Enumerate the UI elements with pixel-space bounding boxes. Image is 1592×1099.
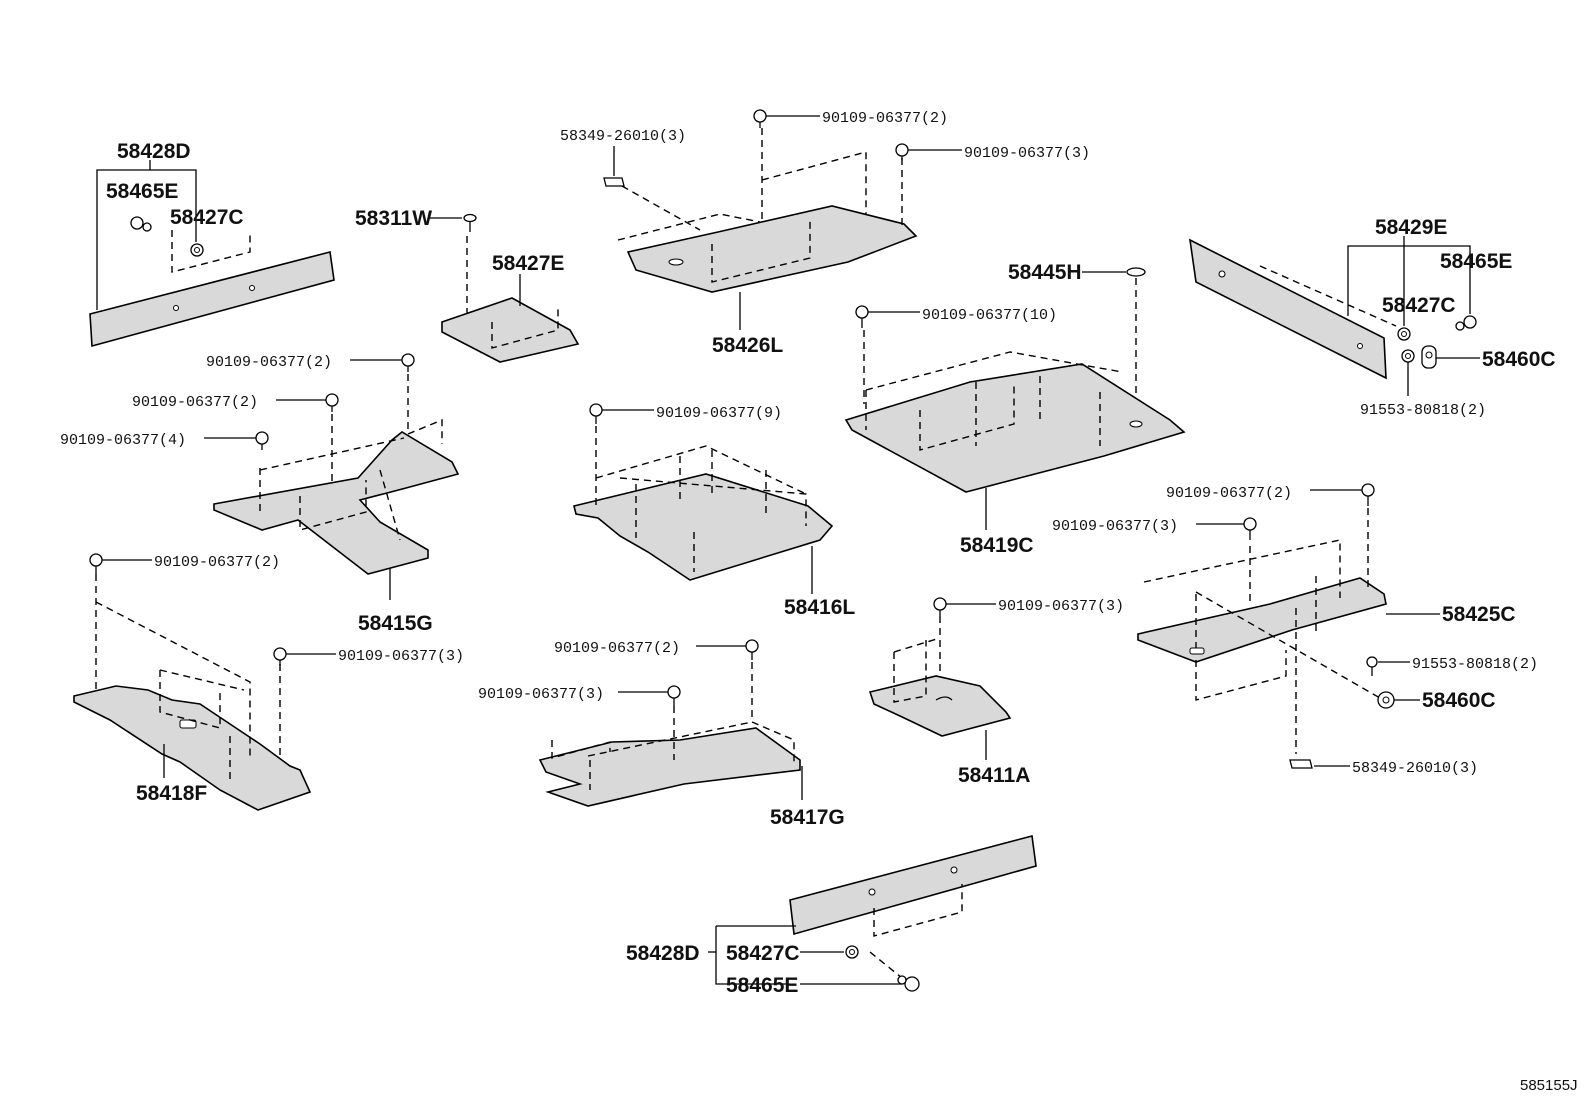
- diagram-reference-code: 585155J: [1520, 1077, 1578, 1094]
- part-58419C[interactable]: [844, 363, 1186, 493]
- label-90109-left-2b: 90109-06377(2): [132, 394, 258, 411]
- clip-58465E-top-left[interactable]: [130, 216, 152, 232]
- label-90109-m-3: 90109-06377(3): [478, 686, 604, 703]
- bolt-90109-top-2[interactable]: [753, 109, 767, 128]
- label-58419C: 58419C: [960, 534, 1034, 557]
- part-58417G[interactable]: [538, 727, 801, 807]
- label-58411A: 58411A: [958, 764, 1030, 787]
- nut-91553-right[interactable]: [1401, 349, 1415, 363]
- bolt-90109-right-3[interactable]: [1243, 517, 1257, 540]
- clip-58349-right[interactable]: [1289, 759, 1313, 769]
- bolt-90109-10[interactable]: [855, 305, 869, 328]
- bolt-90109-m-3[interactable]: [667, 685, 681, 706]
- part-58426L[interactable]: [626, 205, 918, 293]
- bolt-90109-top-3[interactable]: [895, 143, 909, 160]
- label-58429E: 58429E: [1375, 216, 1447, 239]
- part-58428D-top-left[interactable]: [89, 251, 335, 348]
- grommet-58427C-bottom[interactable]: [845, 945, 859, 959]
- part-58429E[interactable]: [1188, 238, 1387, 380]
- label-58460C-right: 58460C: [1482, 348, 1556, 371]
- plug-58445H[interactable]: [1126, 267, 1146, 277]
- part-58425C[interactable]: [1137, 577, 1387, 663]
- label-58465E-top-left: 58465E: [106, 180, 178, 203]
- label-90109-c-3: 90109-06377(3): [998, 598, 1124, 615]
- grommet-58427C-top-left[interactable]: [190, 243, 204, 257]
- clip-58311W[interactable]: [463, 213, 477, 233]
- bolt-90109-lb-3[interactable]: [273, 647, 287, 666]
- bolt-90109-c-3[interactable]: [933, 597, 947, 616]
- label-58417G: 58417G: [770, 806, 845, 829]
- bolt-90109-left-2b[interactable]: [325, 393, 339, 412]
- label-58427C-bottom: 58427C: [726, 942, 800, 965]
- part-58427E[interactable]: [441, 297, 580, 363]
- label-90109-m-2: 90109-06377(2): [554, 640, 680, 657]
- label-90109-left-4: 90109-06377(4): [60, 432, 186, 449]
- bolt-90109-lb-2[interactable]: [89, 553, 103, 574]
- clip-58465E-bottom[interactable]: [897, 975, 920, 992]
- label-90109-top-2: 90109-06377(2): [822, 110, 948, 127]
- label-90109-lb-3: 90109-06377(3): [338, 648, 464, 665]
- part-58411A[interactable]: [868, 675, 1012, 737]
- label-58445H: 58445H: [1008, 261, 1082, 284]
- label-90109-9: 90109-06377(9): [656, 405, 782, 422]
- bolt-90109-left-4[interactable]: [255, 431, 269, 450]
- label-90109-lb-2: 90109-06377(2): [154, 554, 280, 571]
- label-90109-right-2: 90109-06377(2): [1166, 485, 1292, 502]
- label-58311W: 58311W: [355, 207, 432, 230]
- label-58465E-right: 58465E: [1440, 250, 1512, 273]
- label-58418F: 58418F: [136, 782, 207, 805]
- label-58349-top: 58349-26010(3): [560, 128, 686, 145]
- label-58415G: 58415G: [358, 612, 433, 635]
- label-58349-right: 58349-26010(3): [1352, 760, 1478, 777]
- clip-58460C-right[interactable]: [1421, 345, 1437, 369]
- bolt-90109-left-2a[interactable]: [401, 353, 415, 372]
- label-58427E: 58427E: [492, 252, 564, 275]
- part-58416L[interactable]: [573, 473, 834, 581]
- label-91553-right: 91553-80818(2): [1360, 402, 1486, 419]
- label-58460C-right-lower: 58460C: [1422, 689, 1496, 712]
- clip-58465E-right[interactable]: [1455, 315, 1477, 331]
- bolt-90109-right-2[interactable]: [1361, 483, 1375, 506]
- label-91553-right-lower: 91553-80818(2): [1412, 656, 1538, 673]
- clip-58349-top[interactable]: [603, 177, 625, 187]
- bolt-90109-9[interactable]: [589, 403, 603, 424]
- label-90109-top-3: 90109-06377(3): [964, 145, 1090, 162]
- clip-58460C-right-lower[interactable]: [1377, 691, 1395, 709]
- label-58465E-bottom: 58465E: [726, 974, 798, 997]
- label-58428D-top-left: 58428D: [117, 140, 191, 163]
- label-58428D-bottom: 58428D: [626, 942, 700, 965]
- label-58427C-top-left: 58427C: [170, 206, 244, 229]
- label-58426L: 58426L: [712, 334, 783, 357]
- part-58428D-bottom[interactable]: [789, 834, 1037, 936]
- label-90109-right-3: 90109-06377(3): [1052, 518, 1178, 535]
- label-58416L: 58416L: [784, 596, 855, 619]
- label-90109-10: 90109-06377(10): [922, 307, 1057, 324]
- bolt-90109-m-2[interactable]: [745, 639, 759, 660]
- bolt-91553-right-lower[interactable]: [1366, 656, 1378, 676]
- label-58425C: 58425C: [1442, 603, 1516, 626]
- part-58415G[interactable]: [213, 431, 460, 575]
- label-90109-left-2a: 90109-06377(2): [206, 354, 332, 371]
- label-58427C-right: 58427C: [1382, 294, 1456, 317]
- grommet-58427C-right[interactable]: [1397, 327, 1411, 341]
